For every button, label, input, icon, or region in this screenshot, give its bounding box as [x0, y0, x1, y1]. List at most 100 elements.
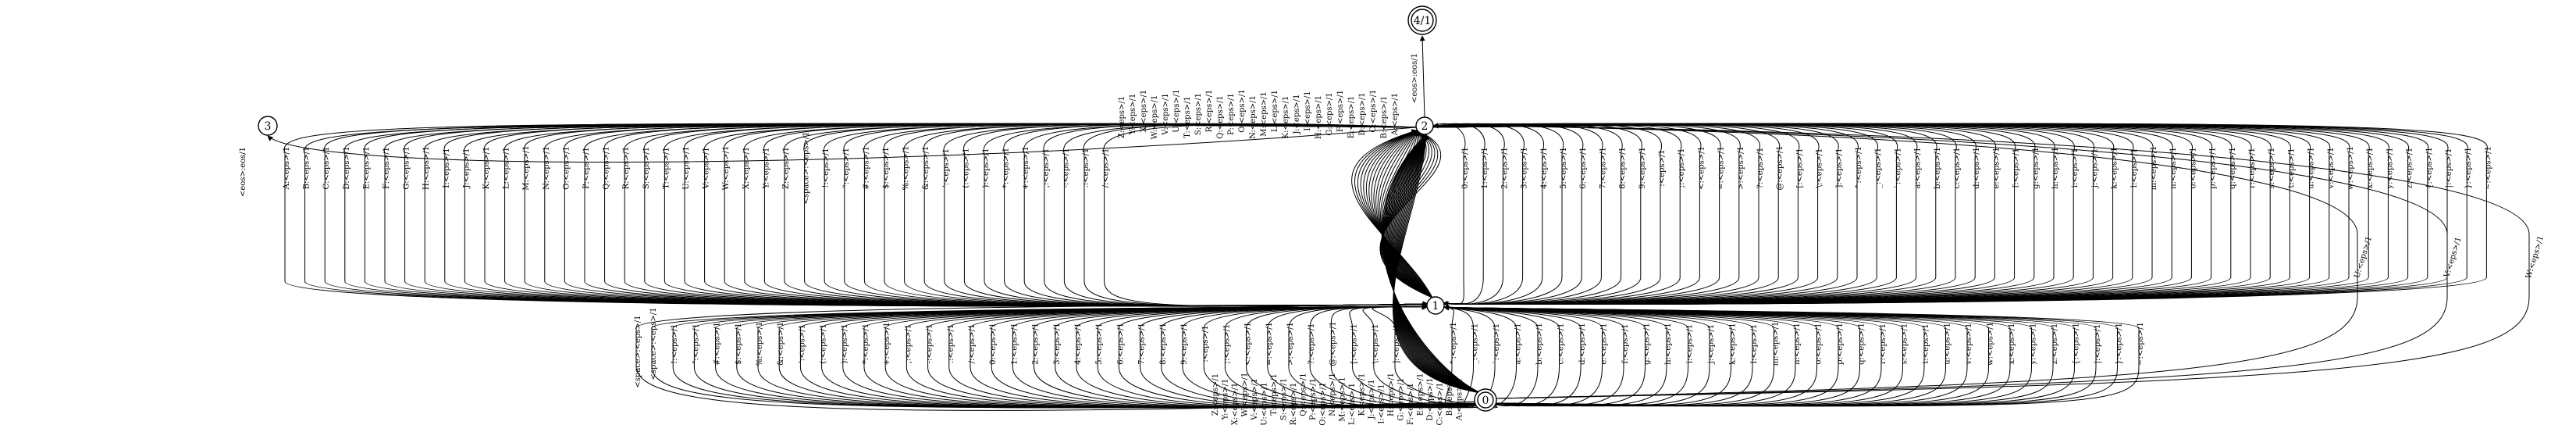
edge-0-2-fan-25 [1381, 134, 1482, 394]
edge-2-1-left-26 [803, 123, 1429, 307]
state-0: 0 [1474, 388, 1497, 412]
edge-label-0-2-fan-12: N:<eps>/1 [1329, 373, 1337, 416]
edge-label-0-1-right-13: k:<eps>/1 [1729, 323, 1738, 364]
state-4: 4/1 [1407, 5, 1437, 35]
edge-label-0-1-left-11: +:<eps>/1 [883, 322, 891, 366]
edge-label-2-1-right-52: ~:<eps>/1 [2484, 146, 2492, 190]
edge-label-0-2-fan-3: W:<eps>/1 [1241, 373, 1250, 417]
edge-label-2-1-right-4: 4:<eps>/1 [1540, 147, 1549, 189]
edge-2-1-left-27 [823, 123, 1429, 307]
edge-2-1-left-32 [923, 123, 1429, 307]
edge-label-2-1-right-45: w:<eps>/1 [2347, 146, 2355, 190]
edge-label-1-2-fan-4: V:<eps>/1 [1162, 93, 1170, 136]
edge-label-2-1-left-7: H:<eps>/1 [422, 146, 431, 190]
edge-label-0-2-fan-15: K:<eps>/1 [1358, 373, 1367, 416]
edge-label-2-1-left-39: -:<eps>/1 [1062, 148, 1070, 188]
edge-label-1-2-fan-24: B:<eps>/1 [1380, 96, 1389, 139]
edge-label-0-2-far-0: U:<eps>/1 [2353, 235, 2374, 279]
edge-label-2-1-right-5: 5:<eps>/1 [1560, 147, 1568, 189]
edge-label-2-1-right-13: =:<eps>/1 [1717, 146, 1726, 190]
edge-label-0-1-left-9: ):<eps>/1 [841, 323, 849, 363]
edge-2-4 [1419, 35, 1425, 118]
edge-label-2-1-right-21: _:<eps>/1 [1874, 148, 1883, 188]
edge-label-0-1-right-15: m:<eps>/1 [1772, 322, 1781, 366]
edge-label-1-2-fan-1: Y:<eps>/1 [1129, 94, 1137, 136]
edge-0-2-far-0 [1432, 123, 2358, 399]
edge-label-0-1-left-18: 2:<eps>/1 [1032, 323, 1041, 365]
edge-label-0-2-fan-18: H:<eps>/1 [1387, 373, 1396, 416]
edge-label-2-1-right-3: 3:<eps>/1 [1521, 147, 1529, 189]
edge-label-2-1-left-41: /:<eps>/1 [1102, 148, 1111, 188]
state-3: 3 [258, 116, 278, 136]
edge-label-2-1-left-22: W:<eps>/1 [722, 146, 731, 191]
edge-label-0-1-right-32: ~:<eps>/1 [2137, 322, 2145, 366]
edge-label-0-1-right-24: v:<eps>/1 [1965, 323, 1973, 366]
edge-label-2-1-left-18: S:<eps>/1 [642, 147, 651, 189]
edge-label-0-2-fan-25: A:<eps>/1 [1456, 378, 1464, 422]
edge-label-2-1-left-37: +:<eps>/1 [1022, 146, 1030, 190]
edge-label-0-2-fan-6: T:<eps>/1 [1270, 373, 1279, 416]
edge-label-1-2-fan-6: T:<eps>/1 [1183, 96, 1192, 138]
edge-label-0-1-right-10: h:<eps>/1 [1664, 323, 1673, 365]
edge-label-0-1-left-17: 1:<eps>/1 [1010, 323, 1019, 365]
edge-label-0-2-fan-14: L:<eps>/1 [1348, 383, 1357, 425]
edge-label-2-1-right-49: {:<eps>/1 [2425, 147, 2434, 189]
state-0-label: 0 [1482, 395, 1489, 407]
edge-label-2-1-right-23: a:<eps>/1 [1914, 147, 1923, 188]
edge-0-1-left-33 [1349, 304, 1482, 409]
edge-1-2-fan-18 [1371, 130, 1433, 298]
edge-label-2-1-right-15: ?:<eps>/1 [1756, 148, 1765, 189]
edge-label-2-1-left-33: ':<eps>/1 [942, 148, 951, 188]
edge-2-1-right-1 [1430, 123, 1485, 307]
edge-label-1-2-fan-16: J:<eps>/1 [1293, 95, 1301, 135]
edge-2-3 [267, 127, 1417, 163]
edge-2-1-right-21 [1430, 123, 1879, 307]
edge-label-0-2-fan-1: Y:<eps>/1 [1222, 379, 1230, 421]
edge-label-2-1-right-41: s:<eps>/1 [2268, 148, 2276, 188]
edge-label-0-1-left-23: 7:<eps>/1 [1138, 323, 1147, 365]
edge-label-1-2-fan-12: N:<eps>/1 [1249, 95, 1258, 139]
edge-label-2-1-left-8: I:<eps>/1 [443, 148, 451, 188]
edge-label-0-1-left-34: \:<eps>/1 [1372, 324, 1380, 364]
edge-label-2-1-left-24: Y:<eps>/1 [762, 148, 770, 190]
edge-label-2-1-left-26: <space>:<eps>/1 [802, 131, 811, 204]
edge-label-0-2-fan-2: X:<eps>/1 [1231, 383, 1240, 425]
edge-label-0-1-left-5: %:<eps>/1 [756, 322, 764, 366]
edge-label-2-1-right-10: :<eps>/1 [1658, 149, 1667, 186]
edge-label-0-1-left-2: ":<eps>/1 [692, 323, 700, 364]
edge-label-1-2-fan-10: P:<eps>/1 [1227, 93, 1236, 135]
edge-1-2-fan-17 [1373, 130, 1433, 298]
edge-label-1-2-fan-19: G:<eps>/1 [1325, 92, 1334, 135]
edge-label-2-1-right-37: o:<eps>/1 [2189, 147, 2197, 188]
transition-edges [267, 35, 2530, 411]
edge-label-0-1-right-16: n:<eps>/1 [1793, 323, 1802, 365]
edge-0-1-space [635, 302, 1476, 411]
edge-0-1-right-24 [1443, 305, 1968, 407]
edge-label-0-1-left-25: 9:<eps>/1 [1180, 323, 1189, 365]
edge-label-1-2-fan-11: O:<eps>/1 [1238, 89, 1247, 133]
state-1: 1 [1426, 296, 1445, 315]
edge-label-0-1-space: <space>:<eps>/1 [634, 315, 642, 388]
edge-label-2-1-left-23: X:<eps>/1 [742, 147, 751, 189]
edge-label-0-1-right-21: s:<eps>/1 [1901, 323, 1909, 364]
edge-label-0-1-right-31: }:<eps>/1 [2115, 323, 2124, 365]
edge-label-0-1-left-12: ,:<eps>/1 [904, 324, 913, 364]
edge-label-0-1-left-31: ?:<eps>/1 [1308, 323, 1316, 365]
edge-1-2-fan-23 [1357, 129, 1433, 298]
edge-label-0-2-fan-4: V:<eps>/1 [1251, 378, 1259, 421]
edge-label-2-1-right-47: y:<eps>/1 [2386, 148, 2394, 190]
edge-label-2-1-right-50: |:<eps>/1 [2445, 148, 2453, 188]
edge-label-2-1-left-1: B:<eps>/1 [303, 147, 311, 190]
edge-2-1-left-6 [404, 123, 1429, 307]
edge-label-2-1-left-15: P:<eps>/1 [582, 147, 591, 189]
edge-1-2-fan-16 [1375, 130, 1433, 298]
edge-1-2-fan-19 [1368, 130, 1433, 298]
edge-label-1-2-fan-14: L:<eps>/1 [1271, 90, 1279, 132]
edge-1-2-fan-20 [1366, 130, 1433, 298]
edge-label-2-1-right-16: @:<eps>/1 [1776, 145, 1784, 190]
edge-label-1-2-fan-9: Q:<eps>/1 [1216, 95, 1225, 139]
edge-label-0-1-right-28: z:<eps>/1 [2051, 323, 2059, 365]
edge-label-2-1-left-16: Q:<eps>/1 [603, 146, 611, 190]
edge-label-0-1-right-6: d:<eps>/1 [1578, 323, 1587, 365]
